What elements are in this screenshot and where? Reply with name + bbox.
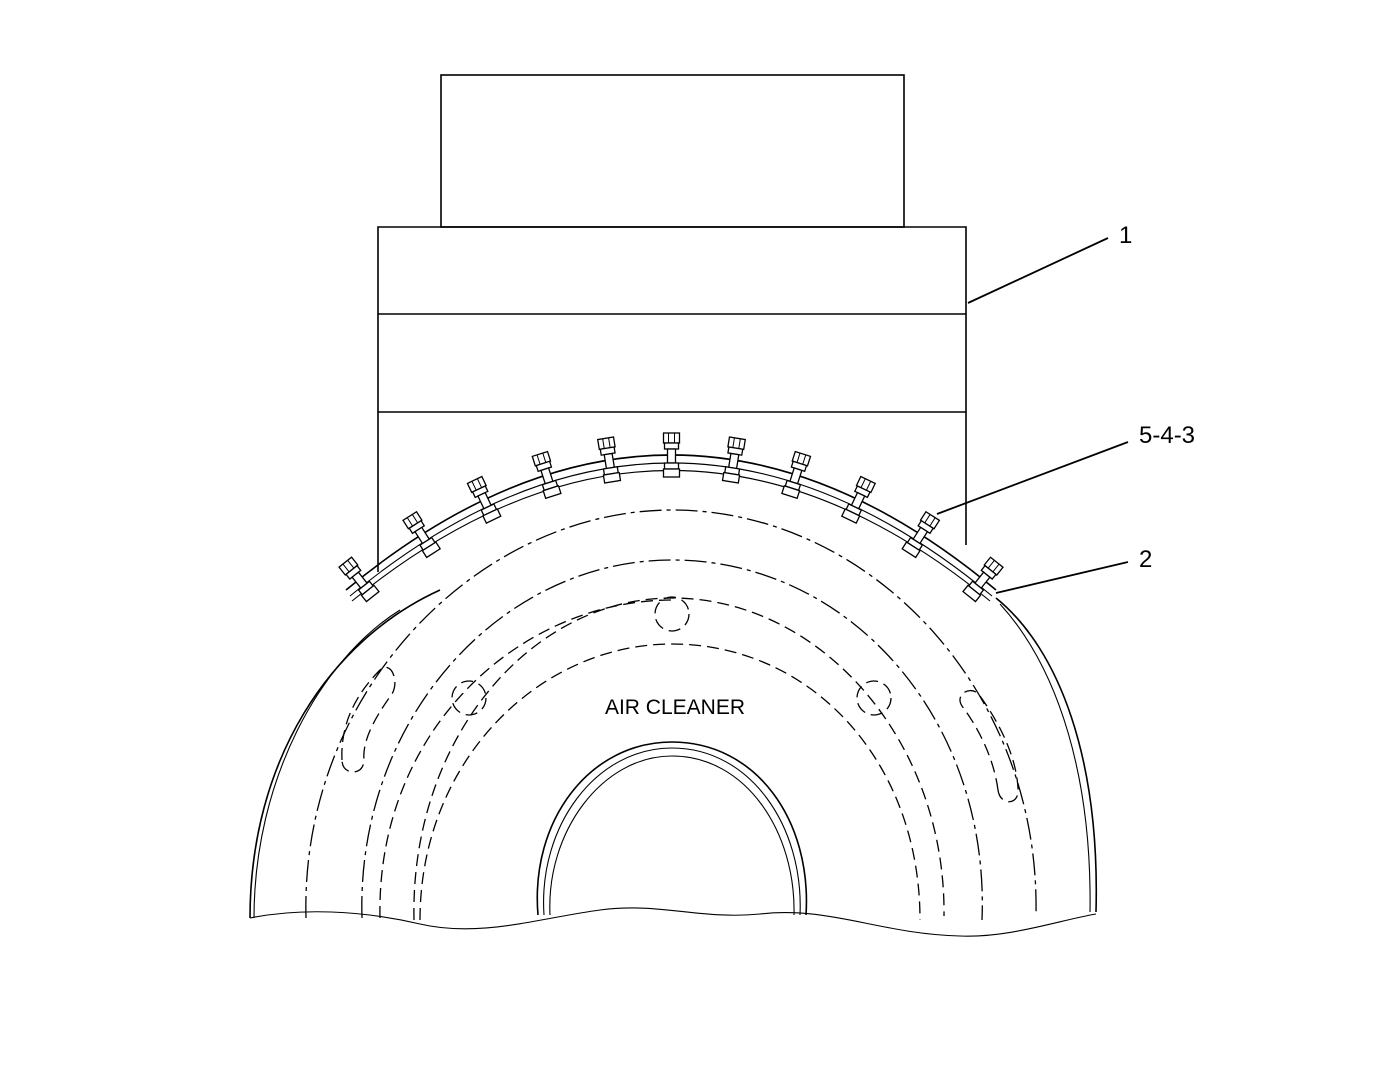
bolt-6 (662, 432, 681, 478)
left-slot (341, 666, 396, 773)
bolt-2 (402, 510, 442, 559)
break-line (249, 907, 1097, 937)
dashed-arc-4 (379, 599, 673, 919)
hole-top (654, 596, 690, 632)
bolt-8 (781, 450, 812, 500)
callout-5-4-3-label: 5-4-3 (1139, 422, 1195, 449)
air-cleaner-label: AIR CLEANER (605, 696, 745, 719)
bolt-group (338, 432, 1004, 603)
right-slot (959, 690, 1019, 803)
hole-right (856, 680, 892, 716)
air-cleaner-outer-edge (249, 589, 441, 919)
bolt-1 (338, 556, 380, 603)
bolt-4 (531, 450, 562, 500)
callout-2-label: 2 (1139, 546, 1152, 573)
air-cleaner-outer-edge-inner-right (999, 603, 1091, 913)
upper-housing (440, 74, 905, 228)
air-cleaner-outer-edge-right (995, 597, 1098, 913)
lower-housing (377, 226, 967, 572)
bolt-11 (962, 556, 1004, 603)
leader-line-2 (995, 561, 1129, 594)
hole-left (451, 680, 487, 716)
leader-line-5-4-3 (936, 441, 1129, 515)
callout-1-label: 1 (1119, 222, 1132, 249)
outlet-opening (536, 741, 808, 916)
leader-line-1 (967, 237, 1109, 304)
air-cleaner-outer-edge-inner (253, 609, 401, 919)
bolt-3 (466, 475, 502, 524)
dashed-arc-5 (419, 643, 921, 921)
bolt-10 (901, 510, 941, 559)
dashed-arc-2 (361, 559, 983, 921)
dashed-arc-1 (305, 509, 1037, 919)
bolt-9 (840, 475, 877, 524)
bolt-5 (596, 436, 622, 484)
bolt-7 (721, 436, 747, 484)
dashed-arc-3 (413, 597, 945, 921)
